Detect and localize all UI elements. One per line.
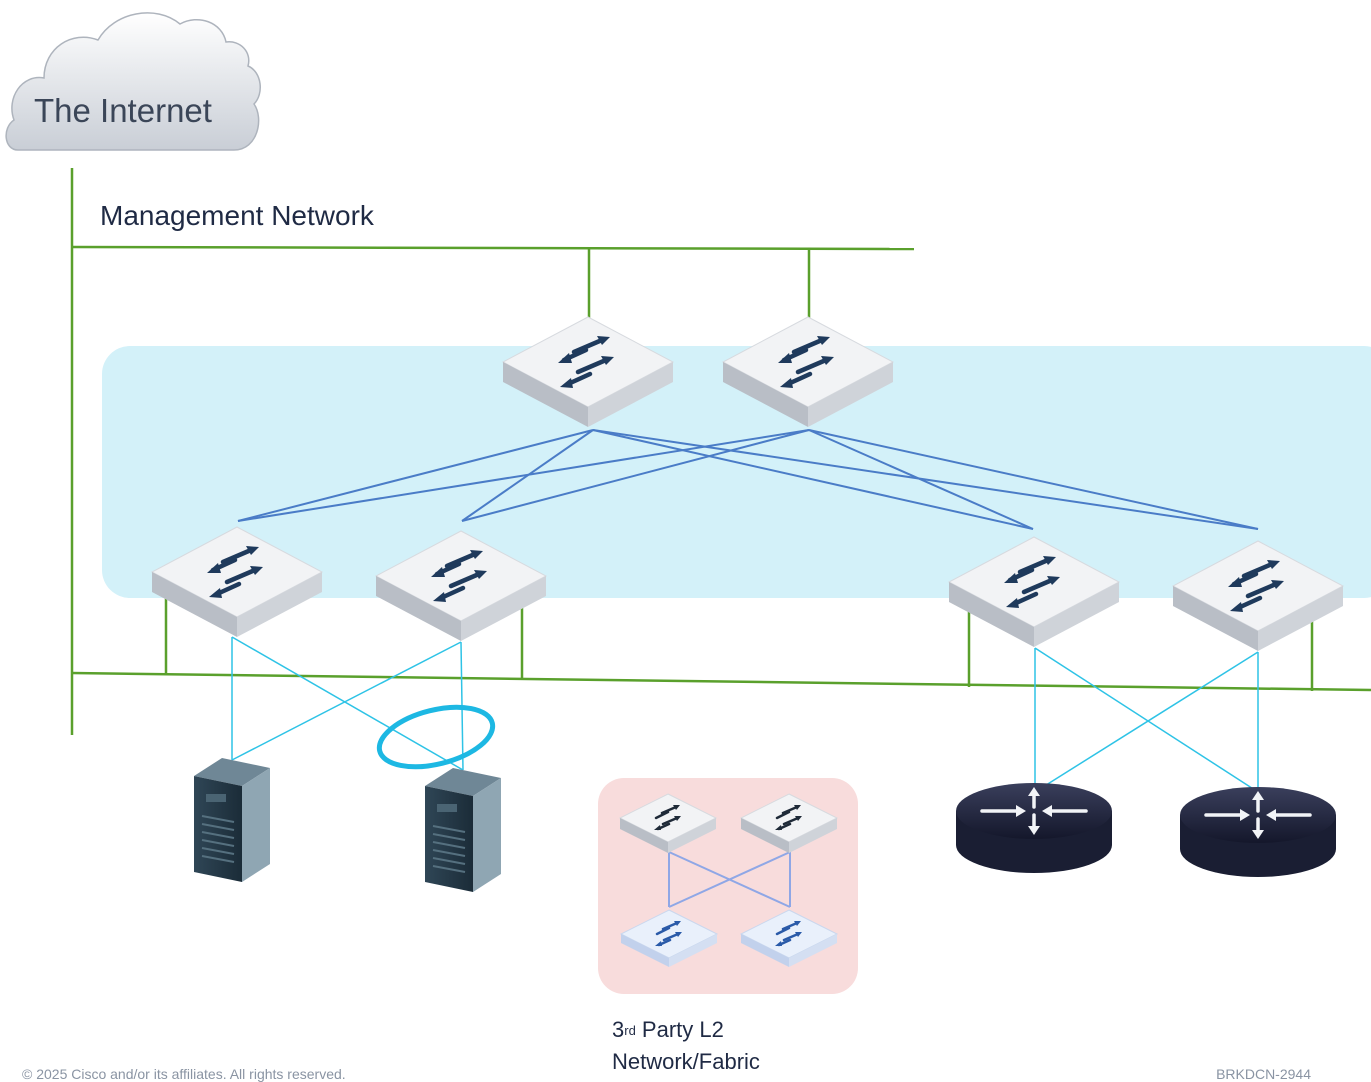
- fabric-background: [102, 346, 1371, 598]
- server-1-icon: [193, 757, 271, 883]
- footer-session-id: BRKDCN-2944: [1216, 1066, 1311, 1082]
- port-channel-ring: [376, 704, 496, 770]
- cloud-icon: [5, 12, 261, 151]
- management-network-links: [70, 168, 1371, 735]
- access-links: [231, 636, 1259, 793]
- cloud-label: The Internet: [34, 92, 212, 129]
- third-party-label-line2: Network/Fabric: [612, 1049, 760, 1074]
- third-party-links: [668, 851, 791, 908]
- third-party-label-line1: 3rd Party L2: [612, 1017, 724, 1042]
- management-network-label: Management Network: [100, 200, 374, 231]
- server-2-icon: [424, 767, 502, 893]
- router-1-icon: [954, 781, 1114, 875]
- router-2-icon: [1178, 785, 1338, 879]
- footer-copyright: © 2025 Cisco and/or its affiliates. All …: [22, 1066, 346, 1082]
- third-party-label: 3rd Party L2 Network/Fabric: [612, 1015, 760, 1076]
- fabric-links: [237, 429, 1259, 530]
